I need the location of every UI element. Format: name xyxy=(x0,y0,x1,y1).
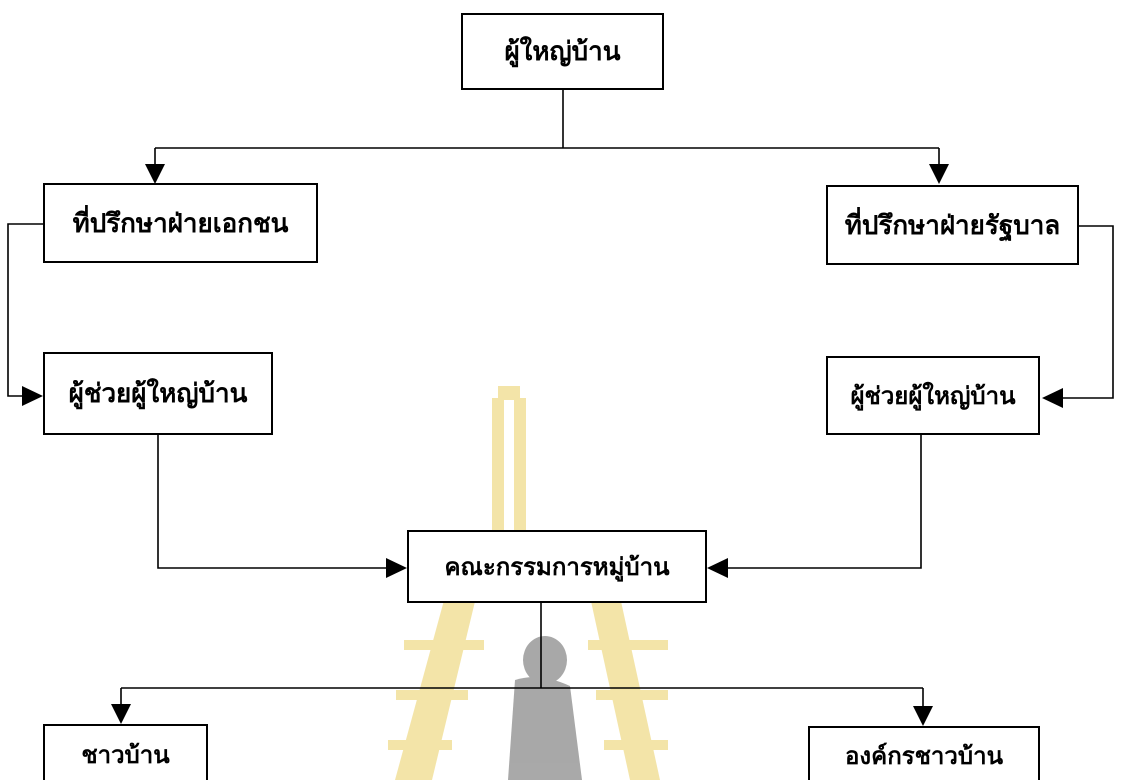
arrowhead xyxy=(145,164,165,184)
node-headman: ผู้ใหญ่บ้าน xyxy=(461,13,664,90)
node-villagers-label: ชาวบ้าน xyxy=(81,739,170,769)
node-assistant-headman-left: ผู้ช่วยผู้ใหญ่บ้าน xyxy=(43,352,273,435)
node-assistant-headman-left-label: ผู้ช่วยผู้ใหญ่บ้าน xyxy=(68,379,248,409)
arrowhead xyxy=(929,164,949,184)
node-government-advisor: ที่ปรึกษาฝ่ายรัฐบาล xyxy=(826,185,1079,265)
arrowhead xyxy=(111,704,131,724)
node-village-organizations-label: องค์กรชาวบ้าน xyxy=(845,740,1003,770)
node-village-committee: คณะกรรมการหมู่บ้าน xyxy=(407,530,707,603)
node-government-advisor-label: ที่ปรึกษาฝ่ายรัฐบาล xyxy=(844,210,1061,241)
node-assistant-headman-right: ผู้ช่วยผู้ใหญ่บ้าน xyxy=(826,356,1040,435)
arrowhead xyxy=(1042,388,1063,408)
arrowhead xyxy=(707,558,728,578)
arrowhead xyxy=(22,386,43,406)
node-assistant-headman-right-label: ผู้ช่วยผู้ใหญ่บ้าน xyxy=(850,381,1016,410)
node-headman-label: ผู้ใหญ่บ้าน xyxy=(504,37,621,67)
node-private-advisor-label: ที่ปรึกษาฝ่ายเอกชน xyxy=(72,208,289,239)
node-private-advisor: ที่ปรึกษาฝ่ายเอกชน xyxy=(43,183,318,263)
node-village-committee-label: คณะกรรมการหมู่บ้าน xyxy=(444,552,670,581)
arrowhead xyxy=(913,706,933,726)
node-village-organizations: องค์กรชาวบ้าน xyxy=(808,726,1040,780)
node-villagers: ชาวบ้าน xyxy=(43,724,208,780)
arrowhead xyxy=(386,558,407,578)
